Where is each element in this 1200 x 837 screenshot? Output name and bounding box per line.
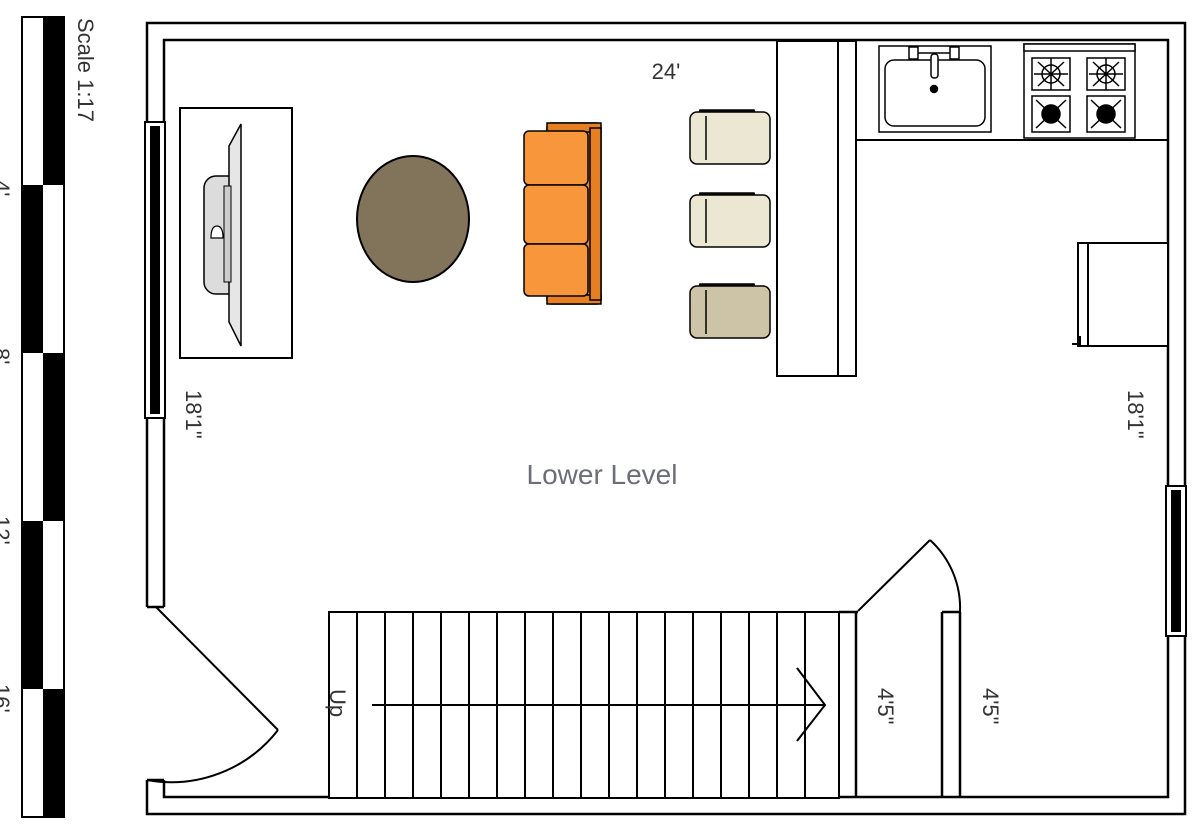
dimension-left-height: 18'1" xyxy=(181,390,206,439)
scale-tick-label: 12' xyxy=(0,516,14,545)
bar-stool-icon xyxy=(689,109,771,165)
tv-icon xyxy=(179,107,293,359)
scale-bar: Scale 1:17 4' 8' 12' 16' xyxy=(0,16,98,818)
door-swing-icon xyxy=(146,606,279,784)
closet-walls xyxy=(839,610,962,797)
dimension-top-width: 24' xyxy=(652,59,681,84)
window-icon xyxy=(144,121,166,419)
refrigerator-icon xyxy=(1072,242,1169,347)
sink-icon xyxy=(878,45,992,133)
scale-tick-label: 4' xyxy=(0,180,14,196)
dimension-closet-b: 4'5" xyxy=(978,688,1003,724)
stove-icon xyxy=(1023,43,1136,139)
dimension-right-height: 18'1" xyxy=(1123,390,1148,439)
round-table-icon xyxy=(356,155,470,283)
dimension-closet-a: 4'5" xyxy=(873,688,898,724)
stairs-icon xyxy=(328,611,840,799)
room-label: Lower Level xyxy=(527,459,678,490)
window-icon xyxy=(1165,485,1187,637)
scale-tick-label: 8' xyxy=(0,348,14,364)
bar-stool-icon xyxy=(689,192,771,248)
door-swing-icon xyxy=(857,539,962,613)
scale-tick-label: 16' xyxy=(0,684,14,713)
sofa-icon xyxy=(523,122,602,305)
stairs-label: Up xyxy=(325,689,350,717)
scale-title: Scale 1:17 xyxy=(73,18,98,122)
bar-stool-icon xyxy=(689,283,771,339)
